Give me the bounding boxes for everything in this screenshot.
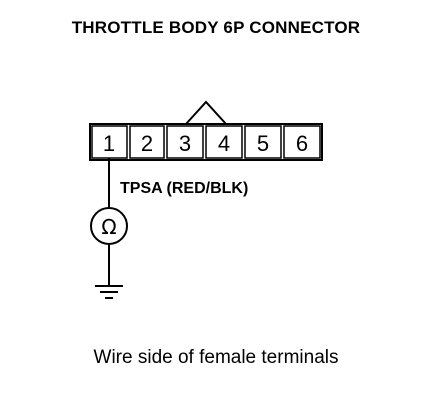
ground-icon [95, 285, 123, 299]
pin-label-3: 3 [179, 131, 191, 156]
pin-cell-6 [283, 125, 321, 159]
pin-label-2: 2 [141, 131, 153, 156]
pin-label-5: 5 [257, 131, 269, 156]
ohmmeter-icon: Ω [90, 207, 128, 245]
wire-label: TPSA (RED/BLK) [120, 180, 248, 197]
connector-key-icon [185, 100, 227, 125]
pin-cell-2 [129, 125, 165, 159]
diagram-title: THROTTLE BODY 6P CONNECTOR [71, 18, 361, 37]
pin-label-6: 6 [296, 131, 308, 156]
ohm-symbol: Ω [101, 215, 116, 239]
diagram-caption: Wire side of female terminals [93, 347, 339, 368]
pin-label-4: 4 [218, 131, 230, 156]
pin-cell-5 [244, 125, 282, 159]
pin-cell-4 [205, 125, 243, 159]
pin-label-1: 1 [103, 131, 115, 156]
pin-cell-3 [166, 125, 204, 159]
connector-pins: 1 2 3 4 5 6 [91, 125, 321, 159]
